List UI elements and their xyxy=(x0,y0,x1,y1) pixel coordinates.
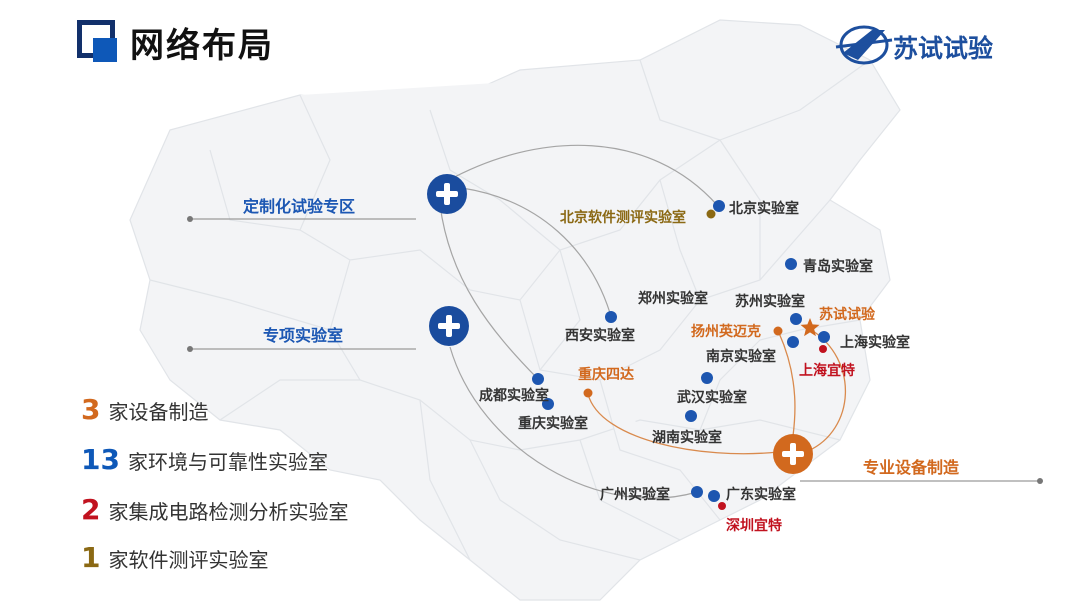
hunan-lab-dot xyxy=(685,410,697,422)
yangzhou-dot xyxy=(773,326,783,336)
qingdao-lab-dot xyxy=(785,258,797,270)
legend-item-environment-labs: 13 家环境与可靠性实验室 xyxy=(81,443,328,476)
shanghai-lab-dot xyxy=(818,331,830,343)
arc-custom-to-xian xyxy=(461,187,611,314)
label-xian-lab: 西安实验室 xyxy=(565,328,635,344)
legend-count: 2 xyxy=(81,493,101,526)
beijing-lab-dot xyxy=(713,200,725,212)
guangzhou-lab-dot xyxy=(691,486,703,498)
label-nanjing-lab: 南京实验室 xyxy=(706,349,776,365)
label-yangzhou: 扬州英迈克 xyxy=(691,324,761,340)
label-chongqing-sida: 重庆四达 xyxy=(578,367,634,383)
legend-label: 家设备制造 xyxy=(108,400,209,424)
legend-count: 1 xyxy=(81,541,101,574)
hub-special-lab-label: 专项实验室 xyxy=(263,326,344,345)
label-shanghai-yite: 上海宜特 xyxy=(799,363,855,379)
legend-label: 家环境与可靠性实验室 xyxy=(127,450,328,474)
chongqing-sida-dot xyxy=(583,388,593,398)
beijing-software-lab-dot xyxy=(706,209,716,219)
suzhou-lab-dot xyxy=(790,313,802,325)
label-guangzhou-lab: 广州实验室 xyxy=(600,487,670,503)
label-zhengzhou-lab: 郑州实验室 xyxy=(638,291,708,307)
legend-item-software-labs: 1 家软件测评实验室 xyxy=(81,541,268,574)
guangdong-lab-dot xyxy=(708,490,720,502)
nanjing-lab-dot xyxy=(787,336,799,348)
label-qingdao-lab: 青岛实验室 xyxy=(803,259,873,275)
legend-count: 3 xyxy=(81,393,101,426)
arc-custom-to-chengdu xyxy=(439,204,538,379)
label-wuhan-lab: 武汉实验室 xyxy=(677,390,747,406)
hub-special-lab-button[interactable] xyxy=(429,306,469,346)
xian-lab-dot xyxy=(605,311,617,323)
arc-special-to-guangzhou xyxy=(449,346,698,499)
suzhou-hq-star-icon xyxy=(800,318,820,337)
legend-count: 13 xyxy=(81,443,120,476)
label-hunan-lab: 湖南实验室 xyxy=(652,430,722,446)
label-beijing-software-lab: 北京软件测评实验室 xyxy=(560,210,686,226)
label-beijing-lab: 北京实验室 xyxy=(729,201,799,217)
label-shanghai-lab: 上海实验室 xyxy=(840,335,910,351)
arc-equipment-to-chongqing-sida xyxy=(587,393,779,455)
label-chongqing-lab: 重庆实验室 xyxy=(518,416,588,432)
label-suzhou-hq: 苏试试验 xyxy=(819,307,875,323)
hub-equipment-label: 专业设备制造 xyxy=(863,458,960,477)
brand-logo-icon xyxy=(835,25,893,65)
wuhan-lab-dot xyxy=(701,372,713,384)
title-mark-accent-icon xyxy=(93,38,117,62)
hub-custom-zone-button[interactable] xyxy=(427,174,467,214)
shanghai-yite-dot xyxy=(819,345,827,353)
hub-equipment-button[interactable] xyxy=(773,434,813,474)
brand-name: 苏试试验 xyxy=(893,34,994,63)
label-guangdong-lab: 广东实验室 xyxy=(726,487,796,503)
legend-label: 家软件测评实验室 xyxy=(108,548,269,572)
legend-item-equipment: 3 家设备制造 xyxy=(81,393,208,426)
arc-custom-to-beijing xyxy=(446,144,718,206)
label-chengdu-lab: 成都实验室 xyxy=(479,388,549,404)
chengdu-lab-dot xyxy=(532,373,544,385)
legend-label: 家集成电路检测分析实验室 xyxy=(108,500,349,524)
legend-item-ic-labs: 2 家集成电路检测分析实验室 xyxy=(81,493,348,526)
page-title: 网络布局 xyxy=(130,26,274,66)
label-suzhou-lab: 苏州实验室 xyxy=(735,294,805,310)
label-shenzhen-yite: 深圳宜特 xyxy=(726,518,782,534)
arc-equipment-to-yangzhou xyxy=(778,332,796,437)
shenzhen-yite-dot xyxy=(718,502,726,510)
hub-custom-zone-label: 定制化试验专区 xyxy=(243,197,356,216)
chongqing-lab-dot xyxy=(542,398,554,410)
